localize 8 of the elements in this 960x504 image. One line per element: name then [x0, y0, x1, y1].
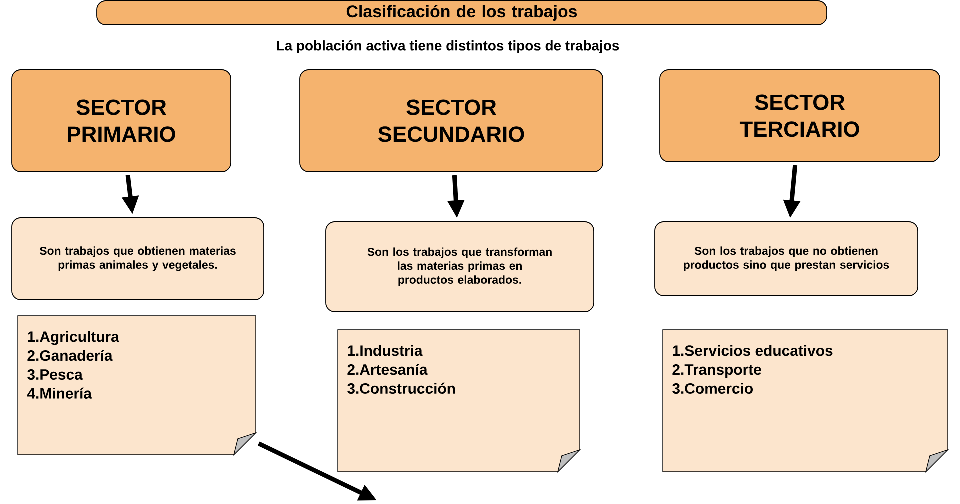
subtitle: La población activa tiene distintos tipos de trabajos: [277, 40, 620, 54]
title-box: Clasificación de los trabajos: [96, 0, 828, 26]
sector-box: SECTOR PRIMARIO: [12, 70, 232, 172]
description-box: Son los trabajos que transforman las materias primas en productos elaborados.: [326, 222, 594, 312]
description-box: Son trabajos que obtienen materias primas animales y vegetales.: [12, 218, 264, 300]
sector-box: SECTOR TERCIARIO: [660, 70, 940, 162]
sector-box: SECTOR SECUNDARIO: [300, 70, 604, 172]
description-box: Son los trabajos que no obtienen productos sino que prestan servicios: [654, 222, 918, 296]
